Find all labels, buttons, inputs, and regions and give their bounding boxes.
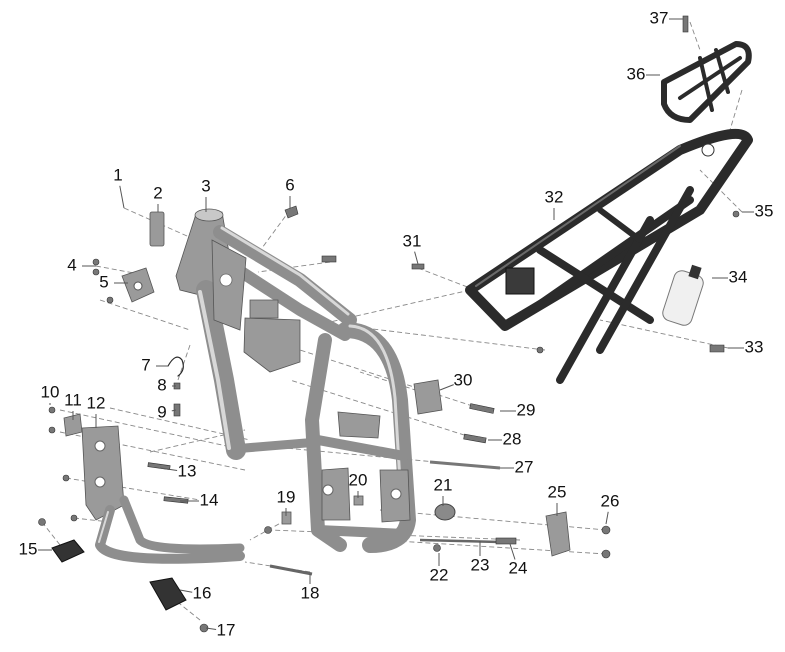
callout-2: 2: [153, 183, 162, 202]
callout-23: 23: [471, 555, 490, 574]
callout-13: 13: [178, 461, 197, 480]
rear-rack: [661, 41, 752, 123]
leader-line-17: [205, 627, 217, 630]
callout-17: 17: [217, 620, 236, 639]
callout-34: 34: [729, 267, 748, 286]
callout-31: 31: [403, 231, 422, 250]
callout-1: 1: [113, 165, 122, 184]
leader-line-13: [159, 467, 178, 471]
leader-line-24: [509, 543, 516, 560]
callout-4: 4: [67, 255, 76, 274]
main-frame: [175, 208, 416, 553]
front-cradle: [81, 425, 245, 564]
callout-35: 35: [755, 201, 774, 220]
callout-26: 26: [601, 491, 620, 510]
callout-15: 15: [19, 539, 38, 558]
callout-10: 10: [41, 382, 60, 401]
callout-5: 5: [99, 272, 108, 291]
callout-32: 32: [545, 187, 564, 206]
callout-12: 12: [87, 393, 106, 412]
leader-line-16: [179, 589, 193, 593]
callout-11: 11: [64, 390, 82, 409]
callout-27: 27: [515, 457, 534, 476]
callout-22: 22: [430, 565, 449, 584]
callout-33: 33: [745, 337, 764, 356]
callout-3: 3: [201, 176, 210, 195]
leader-line-9: [171, 409, 177, 412]
callout-19: 19: [277, 487, 296, 506]
callout-9: 9: [157, 402, 166, 421]
callout-7: 7: [141, 355, 150, 374]
callout-21: 21: [434, 475, 453, 494]
callout-8: 8: [157, 375, 166, 394]
callout-30: 30: [454, 370, 473, 389]
callout-29: 29: [517, 400, 536, 419]
callout-18: 18: [301, 583, 320, 602]
callout-24: 24: [509, 558, 528, 577]
callout-16: 16: [193, 583, 212, 602]
leader-line-31: [414, 251, 419, 265]
callout-28: 28: [503, 429, 522, 448]
callout-14: 14: [200, 490, 219, 509]
leader-line-1: [119, 185, 125, 209]
callout-25: 25: [548, 482, 567, 501]
callout-20: 20: [349, 470, 368, 489]
callout-36: 36: [627, 64, 646, 83]
leader-line-30: [439, 384, 454, 391]
loose-parts: [38, 15, 740, 633]
leader-line-26: [605, 511, 609, 525]
rear-subframe: [465, 129, 753, 384]
callout-6: 6: [285, 175, 294, 194]
callout-37: 37: [650, 8, 669, 27]
